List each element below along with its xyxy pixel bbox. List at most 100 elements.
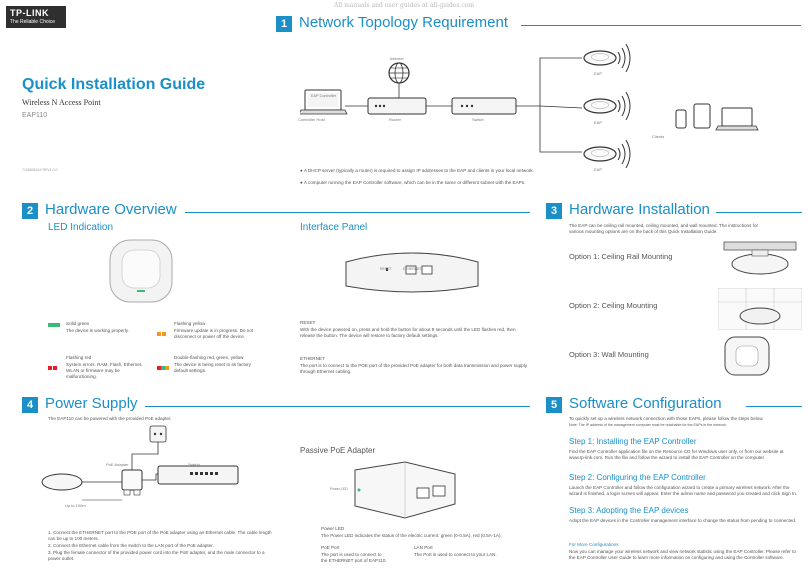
tplink-logo: TP-LINK The Reliable Choice	[6, 6, 66, 28]
reset-title: RESET	[300, 320, 316, 325]
eap-side-icon	[41, 473, 83, 491]
switch-icon	[451, 97, 517, 115]
topology-note-1: ● A DHCP server (typically a router) is …	[300, 168, 534, 173]
watermark: All manuals and user guides at all-guide…	[333, 2, 475, 9]
power-step-1: 1. Connect the ETHERNET port to the POE …	[48, 530, 272, 541]
reset-desc: With the device powered on, press and ho…	[300, 327, 516, 338]
led-state-1: Solid green	[66, 321, 90, 326]
led-desc-2: Firmware update is in progress. Do not d…	[174, 328, 254, 339]
eap-device-icon-2	[583, 98, 617, 114]
section-4-title: Power Supply	[45, 395, 138, 412]
interface-panel-title: Interface Panel	[300, 222, 368, 233]
section-5-title: Software Configuration	[569, 395, 722, 412]
ethernet-desc: The port is to connect to the POE port o…	[300, 363, 528, 374]
power-diagram	[41, 425, 239, 501]
software-step-2-desc: Launch the EAP Controller and follow the…	[569, 485, 798, 496]
section-1-rule	[521, 25, 801, 26]
poe-port-title: PoE Port	[321, 545, 340, 550]
poe-adapter-label: PoE Adapter	[106, 462, 129, 467]
eap-label-3: EAP	[594, 167, 603, 172]
eap-label-1: EAP	[594, 71, 603, 76]
brand-name: TP-LINK	[10, 8, 49, 18]
led-desc-4: The device is being reset to its factory…	[174, 362, 252, 373]
cover-code: 7106506419 REV1.0.0	[22, 168, 58, 172]
controller-laptop-icon	[300, 89, 348, 115]
software-note: Note: The IP address of the management c…	[569, 423, 727, 427]
section-4-number: 4	[22, 397, 38, 413]
controller-host-label: Controller Host	[298, 117, 325, 122]
software-step-1-title: Step 1: Installing the EAP Controller	[569, 437, 697, 446]
distance-label: Up to 100m	[65, 503, 86, 508]
power-switch-label: Switch	[188, 462, 200, 467]
led-swatch-multi	[157, 357, 171, 370]
ceiling-mount-icon	[718, 288, 802, 330]
brand-tagline: The Reliable Choice	[10, 19, 56, 25]
eap-device-icon-3	[583, 146, 617, 162]
tablet-icon	[693, 103, 711, 129]
led-swatch-yellow	[157, 323, 169, 336]
power-step-3: 3. Plug the female connector of the prov…	[48, 550, 265, 561]
eap-top-view-icon	[109, 239, 173, 303]
cover-model: EAP110	[22, 112, 48, 119]
ceiling-rail-mount-icon	[723, 241, 797, 275]
section-1-number: 1	[276, 16, 292, 32]
topology-diagram	[300, 43, 759, 169]
eap-device-icon-1	[583, 50, 617, 66]
ethernet-title: ETHERNET	[300, 356, 325, 361]
laptop-client-icon	[715, 107, 759, 131]
eap-label-2: EAP	[594, 120, 603, 125]
poe-adapter-small-icon	[121, 469, 143, 491]
panel-reset-label: RESET	[380, 267, 392, 271]
section-2-number: 2	[22, 203, 38, 219]
router-icon	[367, 97, 427, 115]
software-step-3-title: Step 3: Adopting the EAP devices	[569, 506, 689, 515]
section-4-rule	[145, 406, 530, 407]
section-5-rule	[746, 406, 802, 407]
led-desc-1: The device is working properly.	[66, 328, 129, 333]
led-state-3: Flashing red	[66, 355, 92, 360]
led-swatch-green	[48, 323, 60, 327]
power-intro: The EAP110 can be powered with the provi…	[48, 416, 172, 421]
router-label: Router	[389, 117, 402, 122]
eap-controller-label: EAP Controller	[311, 94, 337, 98]
panel-ethernet-label: ETHERNET	[403, 267, 422, 271]
install-option-3: Option 3: Wall Mounting	[569, 350, 649, 359]
internet-globe-icon	[388, 62, 410, 84]
lan-port-desc: The Port is used to connect to your LAN.	[414, 552, 497, 557]
install-option-2: Option 2: Ceiling Mounting	[569, 301, 658, 310]
section-3-rule	[716, 212, 802, 213]
cover-title: Quick Installation Guide	[22, 76, 206, 93]
section-2-rule	[185, 212, 530, 213]
poe-port-desc: The port is used to connect to the ETHER…	[321, 552, 387, 563]
clients-label: Clients	[652, 134, 665, 139]
software-step-3-desc: Adopt the EAP devices in the Controller …	[569, 518, 797, 523]
software-step-1-desc: Find the EAP Controller application file…	[569, 449, 784, 460]
section-3-number: 3	[546, 203, 562, 219]
section-3-title: Hardware Installation	[569, 201, 710, 218]
section-2-title: Hardware Overview	[45, 201, 177, 218]
software-intro: To quickly set up a wireless network con…	[569, 416, 764, 421]
section-1-title: Network Topology Requirement	[299, 14, 508, 31]
installation-intro: The EAP can be ceiling rail mounted, cei…	[569, 223, 759, 234]
led-indication-title: LED Indication	[48, 222, 114, 233]
topology-note-2: ● A computer running the EAP Controller …	[300, 180, 526, 185]
interface-panel-device	[345, 252, 479, 293]
section-5-number: 5	[546, 397, 562, 413]
power-led-callout: Power LED	[330, 487, 348, 491]
phone-icon	[675, 109, 687, 129]
power-led-desc: The Power LED indicates the status of th…	[321, 533, 502, 538]
internet-label: Internet	[390, 56, 404, 61]
passive-poe-adapter-icon	[354, 461, 456, 519]
power-outlet-icon	[149, 425, 167, 443]
led-state-4: Double-flashing red, green, yellow	[174, 355, 244, 360]
led-desc-3: System errors. RAM, Flash, Ethernet, WLA…	[66, 362, 143, 379]
wall-mount-icon	[724, 336, 770, 376]
more-config-desc: Now you can manage your wireless network…	[569, 549, 796, 560]
passive-poe-title: Passive PoE Adapter	[300, 446, 376, 455]
led-state-2: Flashing yellow	[174, 321, 206, 326]
power-led-title: Power LED	[321, 526, 345, 531]
lan-port-title: LAN Port	[414, 545, 433, 550]
cover-subtitle: Wireless N Access Point	[22, 98, 101, 107]
wifi-waves-icon	[617, 43, 631, 169]
software-step-2-title: Step 2: Configuring the EAP Controller	[569, 473, 706, 482]
